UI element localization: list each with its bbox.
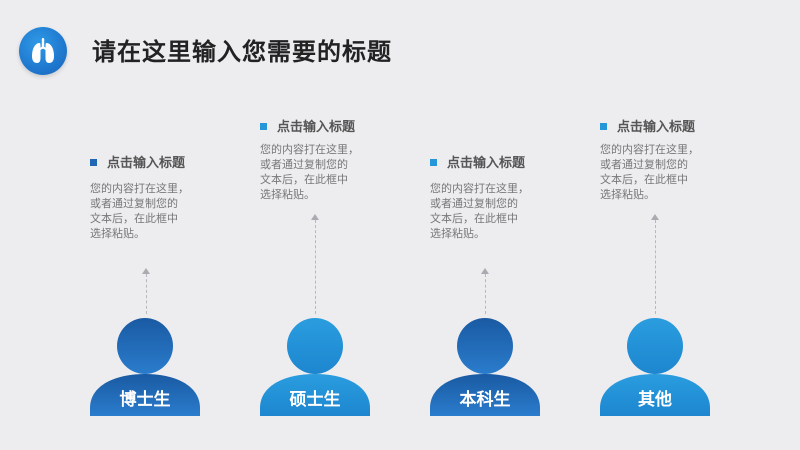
person-icon: [600, 318, 710, 416]
text-line: 文本后，在此框中: [430, 212, 518, 225]
item-heading-text: 点击输入标题: [107, 156, 186, 171]
item-heading-text: 点击输入标题: [277, 120, 356, 135]
text-line: 选择粘贴。: [260, 188, 315, 201]
text-line: 您的内容打在这里，: [600, 143, 699, 156]
text-line: 选择粘贴。: [430, 227, 485, 240]
arrow-up-icon: [311, 214, 319, 220]
person-label: 本科生: [459, 390, 511, 410]
text-line: 您的内容打在这里，: [90, 182, 189, 195]
item-body-text[interactable]: 您的内容打在这里， 或者通过复制您的 文本后，在此框中 选择粘贴。: [260, 142, 370, 202]
text-line: 或者通过复制您的: [430, 197, 518, 210]
page-title: 请在这里输入您需要的标题: [92, 38, 392, 66]
item-heading[interactable]: 点击输入标题: [90, 152, 185, 171]
person-icon: [430, 318, 540, 416]
person-icon: [260, 318, 370, 416]
item-body-text[interactable]: 您的内容打在这里， 或者通过复制您的 文本后，在此框中 选择粘贴。: [430, 181, 540, 241]
item-body-text[interactable]: 您的内容打在这里， 或者通过复制您的 文本后，在此框中 选择粘贴。: [600, 142, 710, 202]
bullet-square-icon: [600, 123, 607, 130]
column-3: 点击输入标题 您的内容打在这里， 或者通过复制您的 文本后，在此框中 选择粘贴。…: [430, 0, 560, 450]
text-line: 或者通过复制您的: [260, 158, 348, 171]
arrow-up-icon: [651, 214, 659, 220]
arrow-up-icon: [481, 268, 489, 274]
text-line: 或者通过复制您的: [90, 197, 178, 210]
connector-line: [146, 274, 147, 314]
item-heading[interactable]: 点击输入标题: [260, 116, 355, 135]
text-line: 选择粘贴。: [600, 188, 655, 201]
item-heading-text: 点击输入标题: [447, 156, 526, 171]
bullet-square-icon: [260, 123, 267, 130]
text-line: 或者通过复制您的: [600, 158, 688, 171]
text-line: 您的内容打在这里，: [260, 143, 359, 156]
person-icon: [90, 318, 200, 416]
person-label: 其他: [638, 390, 672, 410]
connector-line: [655, 220, 656, 314]
text-line: 选择粘贴。: [90, 227, 145, 240]
arrow-up-icon: [142, 268, 150, 274]
item-heading[interactable]: 点击输入标题: [430, 152, 525, 171]
person-label: 硕士生: [289, 390, 341, 410]
item-body-text[interactable]: 您的内容打在这里， 或者通过复制您的 文本后，在此框中 选择粘贴。: [90, 181, 200, 241]
bullet-square-icon: [90, 159, 97, 166]
person-label: 博士生: [119, 390, 171, 410]
text-line: 文本后，在此框中: [90, 212, 178, 225]
bullet-square-icon: [430, 159, 437, 166]
column-4: 点击输入标题 您的内容打在这里， 或者通过复制您的 文本后，在此框中 选择粘贴。…: [600, 0, 730, 450]
column-1: 点击输入标题 您的内容打在这里， 或者通过复制您的 文本后，在此框中 选择粘贴。…: [90, 0, 220, 450]
text-line: 您的内容打在这里，: [430, 182, 529, 195]
column-2: 点击输入标题 您的内容打在这里， 或者通过复制您的 文本后，在此框中 选择粘贴。…: [260, 0, 390, 450]
logo-badge: [19, 27, 67, 75]
item-heading-text: 点击输入标题: [617, 120, 696, 135]
lungs-icon: [32, 38, 54, 63]
connector-line: [485, 274, 486, 314]
item-heading[interactable]: 点击输入标题: [600, 116, 695, 135]
text-line: 文本后，在此框中: [600, 173, 688, 186]
connector-line: [315, 220, 316, 314]
text-line: 文本后，在此框中: [260, 173, 348, 186]
